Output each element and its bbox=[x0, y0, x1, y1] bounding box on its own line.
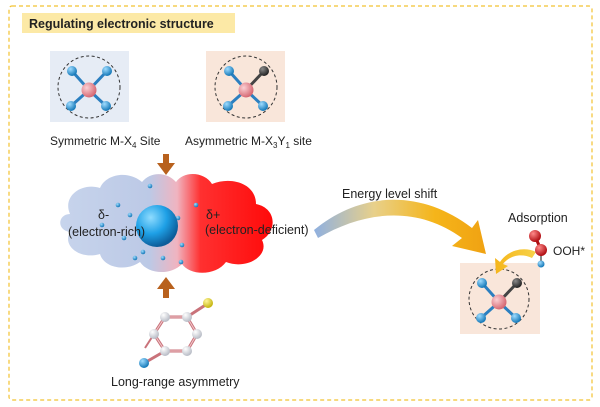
adsorption-arrow bbox=[495, 249, 536, 274]
electron-dots bbox=[99, 183, 199, 265]
substituent-yellow-atom bbox=[203, 298, 213, 308]
up-arrow-icon bbox=[157, 277, 175, 298]
electron-deficient-label: (electron-deficient) bbox=[205, 223, 309, 237]
metal-atom bbox=[81, 82, 97, 98]
symmetric-site-panel bbox=[50, 51, 129, 122]
down-arrow-icon bbox=[157, 154, 175, 175]
ligand-x-atom bbox=[511, 313, 521, 323]
energy-shift-arrow bbox=[314, 199, 486, 254]
ligand-x-atom bbox=[223, 101, 233, 111]
metal-atom bbox=[238, 82, 254, 98]
outer-dashed-frame bbox=[8, 5, 593, 401]
energy-level-shift-label: Energy level shift bbox=[342, 187, 438, 201]
substituent-blue-atom bbox=[139, 358, 149, 368]
delta-plus-symbol: δ+ bbox=[206, 208, 220, 222]
metal-atom bbox=[491, 294, 507, 310]
asymmetric-site-label: Asymmetric M-X3Y1 site bbox=[185, 134, 312, 150]
ligand-x-atom bbox=[477, 278, 487, 288]
ooh-molecule bbox=[529, 230, 547, 268]
ligand-y-atom bbox=[259, 66, 269, 76]
central-metal-sphere bbox=[136, 205, 178, 247]
ligand-x-atom bbox=[67, 66, 77, 76]
ligand-y-atom bbox=[512, 278, 522, 288]
delta-minus-symbol: δ- bbox=[98, 208, 109, 222]
ligand-x-atom bbox=[476, 313, 486, 323]
ligand-x-atom bbox=[224, 66, 234, 76]
electron-rich-label: (electron-rich) bbox=[68, 225, 145, 239]
title-banner bbox=[22, 13, 235, 33]
ligand-x-atom bbox=[258, 101, 268, 111]
symmetric-site-label: Symmetric M-X4 Site bbox=[50, 134, 161, 150]
ligand-x-atom bbox=[102, 66, 112, 76]
long-range-asymmetry-label: Long-range asymmetry bbox=[111, 375, 240, 389]
result-site-panel bbox=[460, 263, 540, 334]
ligand-x-atom bbox=[66, 101, 76, 111]
ligand-x-atom bbox=[101, 101, 111, 111]
adsorption-label: Adsorption bbox=[508, 211, 568, 225]
title-text: Regulating electronic structure bbox=[29, 17, 214, 31]
aromatic-ring-molecule bbox=[139, 298, 213, 368]
asymmetric-site-panel bbox=[206, 51, 285, 122]
ooh-label: OOH* bbox=[553, 244, 585, 258]
